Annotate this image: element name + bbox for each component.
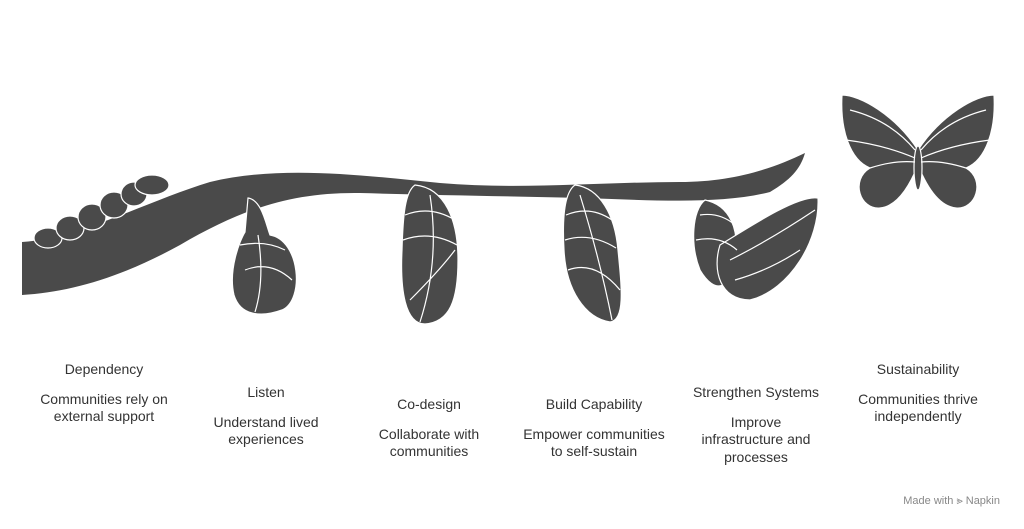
- stage-description: Empower communities to self-sustain: [523, 425, 665, 460]
- stage-co-design: Co-design Collaborate with communities: [369, 396, 489, 461]
- stage-title: Co-design: [397, 396, 461, 412]
- caterpillar-icon: [33, 174, 170, 249]
- napkin-logo-icon: ⪢: [956, 495, 963, 507]
- emerging-butterfly-icon: [693, 197, 819, 301]
- stage-title: Build Capability: [545, 396, 643, 412]
- developing-chrysalis-icon: [562, 184, 622, 323]
- stage-description: Collaborate with communities: [378, 425, 480, 460]
- stage-sustainability: Sustainability Communities thrive indepe…: [848, 361, 988, 426]
- stage-title: Strengthen Systems: [692, 384, 820, 400]
- stage-dependency: Dependency Communities rely on external …: [19, 361, 189, 426]
- stage-description: Communities thrive independently: [858, 390, 978, 425]
- stage-description: Improve infrastructure and processes: [701, 413, 811, 465]
- early-chrysalis-icon: [231, 197, 297, 315]
- napkin-watermark: Made with ⪢ Napkin: [903, 495, 1000, 508]
- napkin-brand: Napkin: [965, 495, 1000, 507]
- stage-title: Dependency: [64, 361, 144, 377]
- stage-listen: Listen Understand lived experiences: [181, 384, 351, 449]
- stage-title: Listen: [247, 384, 285, 400]
- butterfly-icon: [841, 94, 995, 209]
- chrysalis-icon: [401, 184, 459, 325]
- stage-strengthen-systems: Strengthen Systems Improve infrastructur…: [681, 384, 831, 466]
- stage-description: Communities rely on external support: [40, 390, 168, 425]
- branch: [22, 153, 805, 295]
- stage-build-capability: Build Capability Empower communities to …: [519, 396, 669, 461]
- stage-title: Sustainability: [876, 361, 960, 377]
- made-with-label: Made with: [903, 495, 954, 507]
- stage-description: Understand lived experiences: [213, 413, 319, 448]
